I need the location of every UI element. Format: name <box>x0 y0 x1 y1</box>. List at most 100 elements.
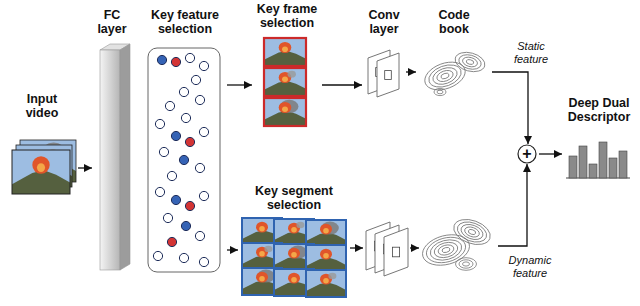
mountain <box>306 282 346 297</box>
eruption <box>256 272 268 283</box>
video-frame <box>264 68 306 96</box>
eruption-core <box>37 163 45 172</box>
flow-arrow <box>492 72 528 144</box>
eruption-core <box>259 226 265 231</box>
flow-arrow <box>78 167 92 168</box>
sky <box>306 245 346 272</box>
codebook-contour <box>450 215 494 249</box>
mountain <box>264 81 306 96</box>
codebook-contour <box>440 72 450 80</box>
eruption-core <box>259 276 265 281</box>
video-frame <box>12 150 70 194</box>
conv-kernel <box>392 247 399 257</box>
feature-dot <box>195 163 204 172</box>
frame-border <box>306 270 346 297</box>
input-video: Input video <box>6 92 78 202</box>
feature-dot <box>191 75 200 84</box>
mountain <box>264 111 306 126</box>
codebook-contour <box>426 61 464 91</box>
video-frame <box>306 220 346 247</box>
key-feature-selection: Key feature selection <box>143 8 227 276</box>
sum-junction: + <box>517 144 539 164</box>
conv-layer: Conv layer <box>362 8 406 100</box>
feature-dot <box>155 119 164 128</box>
feature-dot <box>199 257 208 266</box>
feature-box <box>148 48 220 272</box>
frame-border <box>306 245 346 272</box>
descriptor-bar <box>609 158 617 178</box>
eruption-core <box>282 46 288 52</box>
eruption <box>288 273 300 284</box>
video-frame <box>264 98 306 126</box>
eruption-core <box>259 251 265 256</box>
eruption <box>320 249 332 260</box>
node-label: Key segment selection <box>249 184 339 212</box>
descriptor-bar <box>599 142 607 178</box>
eruption-core <box>282 76 288 82</box>
node-label: Input video <box>17 92 67 120</box>
eruption-core <box>323 278 329 283</box>
eruption-core <box>282 106 288 112</box>
descriptor-bar <box>619 151 627 178</box>
node-label: Conv layer <box>364 8 404 36</box>
codebook-contour <box>433 240 460 260</box>
flow-arrow <box>322 84 362 85</box>
junction-outline <box>518 145 536 163</box>
codebook-contour <box>456 258 477 271</box>
feature-dot <box>179 253 188 262</box>
codebook-contour <box>453 49 487 74</box>
feature-dot <box>171 57 180 66</box>
feature-dot <box>195 231 204 240</box>
feature-dot <box>181 113 190 122</box>
codebook-contour <box>466 59 475 65</box>
codebook-contour <box>431 65 460 88</box>
eruption-core <box>323 253 329 258</box>
feature-dot <box>159 147 168 156</box>
feature-dot <box>185 53 194 62</box>
codebook-contour <box>424 233 469 267</box>
feature-dot <box>153 251 162 260</box>
feature-dot <box>195 95 204 104</box>
codebook-contour <box>437 90 443 94</box>
sum-symbol: + <box>517 144 537 164</box>
deep-dual-descriptor: Deep Dual Descriptor <box>562 96 636 182</box>
eruption <box>320 224 332 235</box>
edge-label: Static feature <box>506 40 556 66</box>
eruption-core <box>291 252 297 257</box>
mountain <box>12 170 70 194</box>
eruption <box>279 102 292 113</box>
descriptor-bar <box>589 164 597 178</box>
eruption-core <box>323 228 329 233</box>
node-label: FC layer <box>94 8 130 36</box>
fc-bar <box>100 50 120 270</box>
sky <box>264 98 306 126</box>
codebook-contour <box>437 243 455 256</box>
smoke <box>328 273 336 279</box>
smoke <box>264 246 272 252</box>
key-frame-selection: Key frame selection <box>252 2 322 130</box>
feature-dot <box>199 191 208 200</box>
feature-dot <box>163 213 172 222</box>
frame-border <box>12 150 70 194</box>
video-frame <box>264 38 306 66</box>
codebook-contour <box>442 247 451 254</box>
feature-dot <box>179 155 188 164</box>
frame-border <box>264 68 306 96</box>
codebook-contour <box>468 229 477 236</box>
feature-dot <box>167 237 176 246</box>
code-book: Code book <box>416 8 492 103</box>
node-label: Code book <box>432 8 477 36</box>
eruption-core <box>291 227 297 232</box>
sky <box>306 270 346 297</box>
video-frame <box>306 245 346 272</box>
flow-arrow <box>227 84 252 85</box>
eruption <box>279 42 292 53</box>
frame-border <box>264 38 306 66</box>
conv-plane <box>377 53 399 97</box>
node-label: Key frame selection <box>253 2 321 30</box>
node-label: Deep Dual Descriptor <box>563 96 635 124</box>
descriptor-bar <box>579 146 587 178</box>
conv-kernel <box>385 71 392 80</box>
codebook-contour <box>459 222 485 243</box>
